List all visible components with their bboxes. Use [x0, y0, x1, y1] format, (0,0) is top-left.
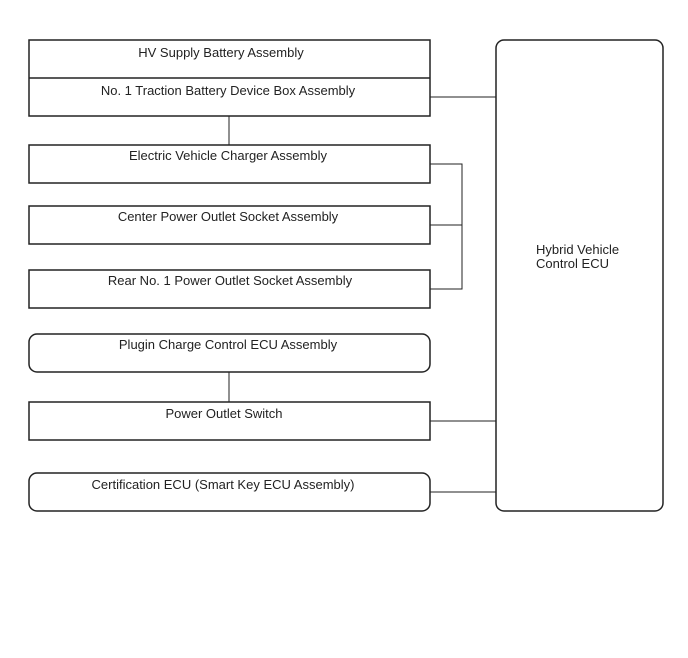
- hybrid-ecu-label-line2: Control ECU: [536, 256, 609, 271]
- plugin-ecu-label: Plugin Charge Control ECU Assembly: [119, 337, 338, 352]
- hv-battery-label: HV Supply Battery Assembly: [138, 45, 304, 60]
- center-outlet-label: Center Power Outlet Socket Assembly: [118, 209, 339, 224]
- ev-charger-label: Electric Vehicle Charger Assembly: [129, 148, 327, 163]
- hybrid-ecu-label-line1: Hybrid Vehicle: [536, 242, 619, 257]
- rear-outlet-label: Rear No. 1 Power Outlet Socket Assembly: [108, 273, 353, 288]
- connector-outlet-bracket: [430, 163, 463, 290]
- hybrid-ecu-box: [495, 39, 664, 512]
- device-box-label: No. 1 Traction Battery Device Box Assemb…: [101, 83, 356, 98]
- outlet-switch-label: Power Outlet Switch: [165, 406, 282, 421]
- certification-ecu-label: Certification ECU (Smart Key ECU Assembl…: [92, 477, 355, 492]
